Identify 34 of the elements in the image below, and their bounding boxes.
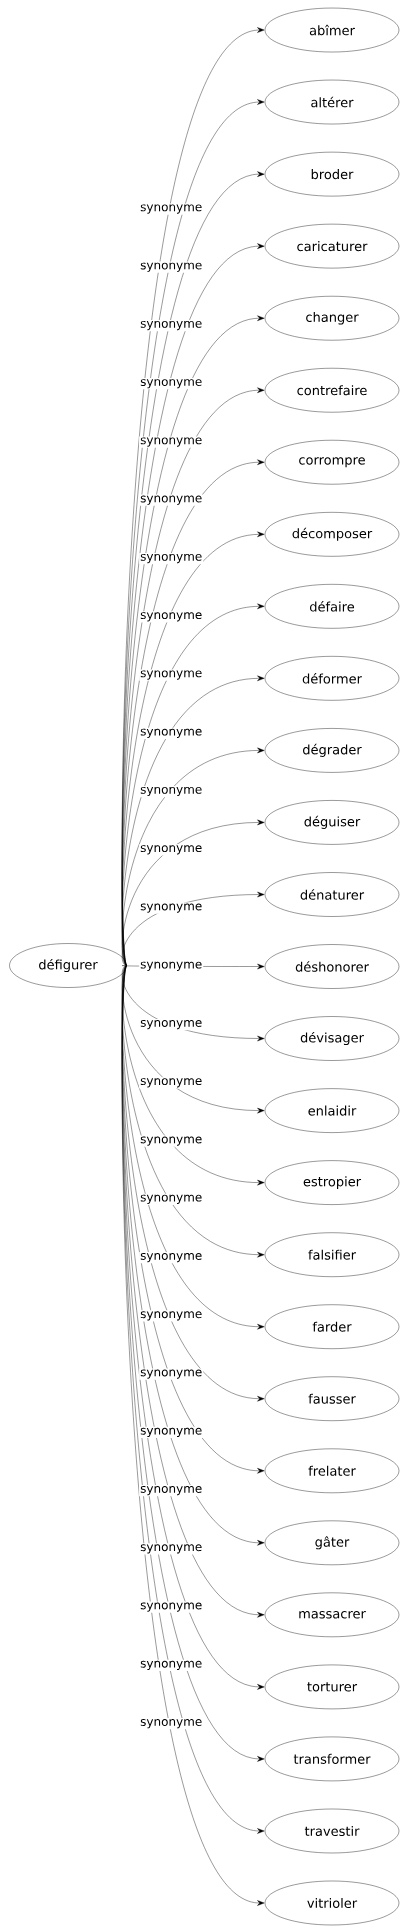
arrow <box>122 675 265 966</box>
edge-label: synonyme <box>139 727 204 739</box>
edge-label: synonyme <box>139 494 204 506</box>
edge-label: synonyme <box>139 611 204 623</box>
edge-label: synonyme <box>139 785 204 798</box>
edge-label: synonyme <box>139 319 204 332</box>
arrow <box>122 891 265 966</box>
edge-label: synonyme <box>139 1019 204 1031</box>
arrow <box>122 965 265 1258</box>
arrow <box>122 965 265 1042</box>
edge-label: synonyme <box>139 436 204 448</box>
edge-label: synonyme <box>139 844 204 856</box>
arrow <box>122 965 265 1186</box>
edge-label: synonyme <box>139 1193 204 1205</box>
edge-label: synonyme <box>139 1426 204 1438</box>
edge-label: synonyme <box>139 378 204 390</box>
edge-label: synonyme <box>139 203 204 215</box>
edge-label: synonyme <box>139 1252 204 1264</box>
edge-label: synonyme <box>139 1718 204 1730</box>
edge-label: synonyme <box>139 1485 204 1497</box>
arrow <box>122 819 265 966</box>
edge-label: synonyme <box>139 960 204 972</box>
edge-label: synonyme <box>139 1368 204 1380</box>
edge-label: synonyme <box>139 261 204 273</box>
arrow <box>122 965 265 1114</box>
edge-label: synonyme <box>139 669 204 681</box>
edge-label: synonyme <box>139 1601 204 1613</box>
edge-label: synonyme <box>139 1659 204 1671</box>
edge-label: synonyme <box>139 902 204 914</box>
edge-label: synonyme <box>139 1310 204 1322</box>
edge-label: synonyme <box>139 1543 204 1555</box>
edge-label: synonyme <box>139 1077 204 1089</box>
edge-label: synonyme <box>139 1135 204 1147</box>
edge-label: synonyme <box>139 552 204 565</box>
